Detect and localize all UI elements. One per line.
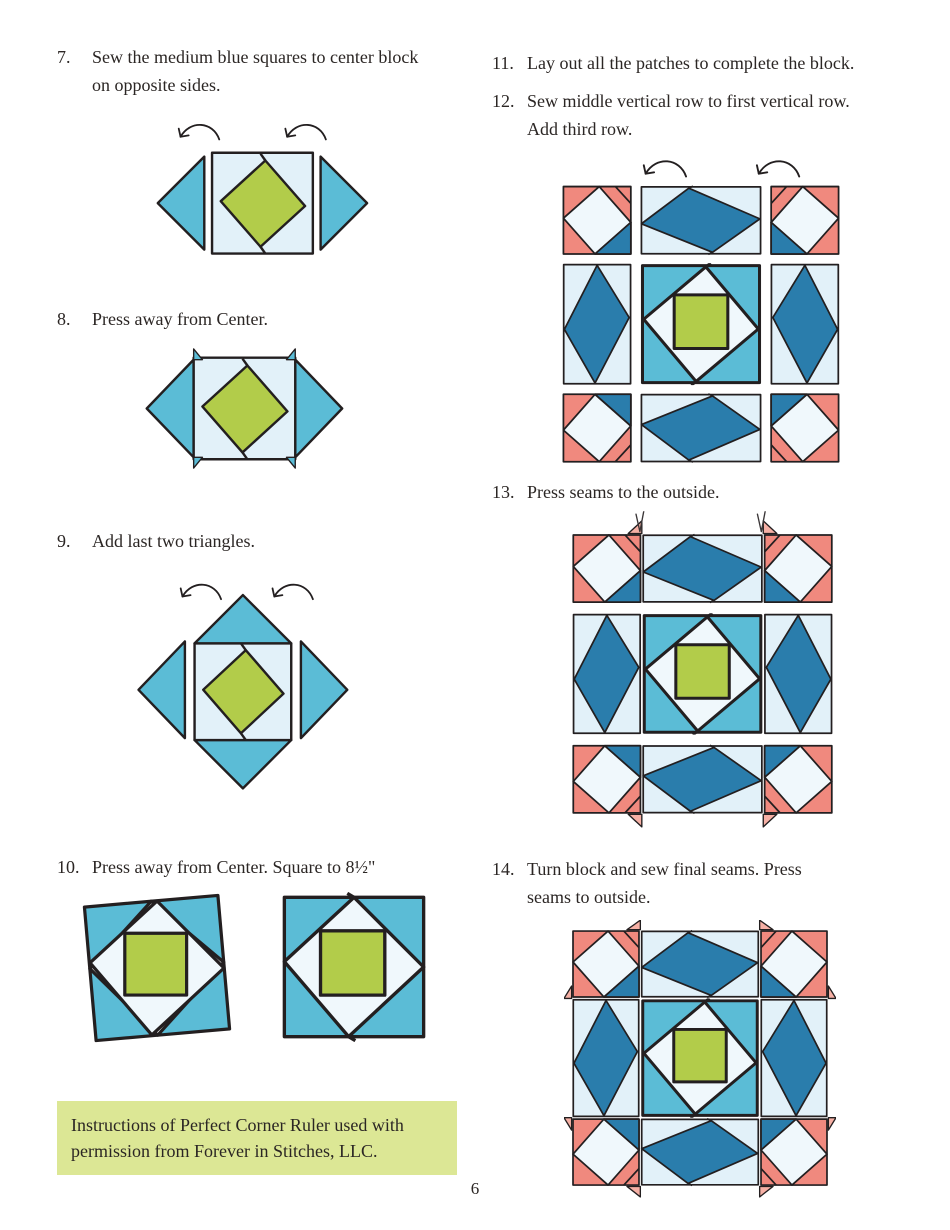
step-number: 11. bbox=[492, 53, 514, 73]
step-text: Sew middle vertical row to first vertica… bbox=[527, 91, 850, 139]
row-bottom bbox=[572, 744, 833, 815]
row-top bbox=[572, 533, 833, 604]
step-13: 13. Press seams to the outside. bbox=[492, 479, 922, 832]
center-square bbox=[318, 929, 387, 997]
rotate-arrow-icon bbox=[177, 123, 221, 141]
seam-flap bbox=[758, 919, 774, 931]
side-triangle bbox=[294, 358, 344, 459]
row-middle bbox=[572, 998, 828, 1118]
step-9: 9. Add last two triangles. bbox=[57, 528, 469, 800]
step-number: 10. bbox=[57, 857, 80, 877]
seam-flap bbox=[626, 1185, 642, 1198]
center-square bbox=[123, 931, 189, 997]
step-14-diagram bbox=[564, 919, 836, 1198]
step-number: 13. bbox=[492, 482, 515, 502]
step-text: Lay out all the patches to complete the … bbox=[527, 53, 855, 73]
corner-unit bbox=[562, 185, 632, 255]
seam-flap bbox=[192, 456, 204, 469]
seam-flap bbox=[564, 985, 573, 999]
step-text: Press seams to the outside. bbox=[527, 482, 720, 502]
seam-flap bbox=[627, 813, 643, 828]
step-number: 9. bbox=[57, 531, 71, 551]
step-10: 10. Press away from Center. Square to 8½… bbox=[57, 854, 469, 1044]
step-text: Turn block and sew final seams. Press se… bbox=[527, 859, 802, 907]
center-unit bbox=[640, 262, 762, 385]
row-top bbox=[572, 929, 828, 999]
step-11: 11. Lay out all the patches to complete … bbox=[492, 50, 922, 78]
step-7-diagram bbox=[156, 123, 369, 255]
seam-flap bbox=[564, 1116, 573, 1131]
seam-flap bbox=[762, 813, 778, 828]
edge-unit bbox=[770, 263, 840, 385]
corner-unit bbox=[770, 393, 840, 463]
seam-flap bbox=[192, 348, 204, 361]
edge-unit bbox=[562, 263, 632, 385]
step-number: 12. bbox=[492, 91, 515, 111]
step-text: Press away from Center. bbox=[92, 309, 268, 329]
rotate-arrow-icon bbox=[642, 160, 688, 178]
side-triangle bbox=[299, 640, 349, 740]
step-text: Add last two triangles. bbox=[92, 531, 255, 551]
seam-flap bbox=[827, 1116, 836, 1131]
step-text: Sew the medium blue squares to center bl… bbox=[92, 47, 419, 95]
step-number: 14. bbox=[492, 859, 515, 879]
rotate-arrow-icon bbox=[755, 160, 801, 178]
seam-flap bbox=[285, 348, 296, 361]
side-triangle bbox=[145, 358, 195, 459]
seam-flap bbox=[285, 456, 296, 469]
permission-note: Instructions of Perfect Corner Ruler use… bbox=[57, 1101, 457, 1176]
step-number: 8. bbox=[57, 309, 71, 329]
step-12: 12. Sew middle vertical row to first ver… bbox=[492, 88, 922, 468]
step-9-diagram bbox=[137, 583, 349, 790]
step-12-diagram bbox=[562, 160, 840, 463]
side-triangle bbox=[156, 155, 206, 251]
rotate-arrow-icon bbox=[271, 583, 314, 601]
edge-unit bbox=[640, 185, 762, 256]
page-number: 6 bbox=[470, 1179, 480, 1198]
step-7: 7. Sew the medium blue squares to center… bbox=[57, 44, 469, 273]
rotate-arrow-icon bbox=[179, 583, 223, 601]
side-triangle bbox=[137, 640, 187, 740]
attached-triangle bbox=[193, 738, 293, 790]
center-diamond bbox=[202, 648, 285, 735]
step-8-diagram bbox=[145, 348, 344, 469]
rotate-arrow-icon bbox=[284, 123, 327, 141]
step-13-diagram bbox=[572, 511, 833, 828]
seam-flap bbox=[626, 919, 642, 931]
step-8: 8. Press away from Center. bbox=[57, 306, 469, 471]
seam-flap bbox=[827, 985, 836, 999]
attached-triangle bbox=[193, 593, 293, 645]
step-number: 7. bbox=[57, 47, 71, 67]
row-middle bbox=[572, 613, 833, 735]
step-10-block-unsquared bbox=[82, 893, 232, 1043]
edge-unit bbox=[640, 392, 762, 463]
step-10-block-squared bbox=[282, 891, 426, 1042]
corner-unit bbox=[562, 393, 632, 463]
step-text: Press away from Center. Square to 8½" bbox=[92, 857, 376, 877]
seam-flap bbox=[762, 520, 778, 535]
step-14: 14. Turn block and sew final seams. Pres… bbox=[492, 856, 922, 1199]
side-triangle bbox=[319, 155, 369, 251]
corner-unit bbox=[770, 185, 840, 255]
row-bottom bbox=[572, 1117, 828, 1187]
seam-flap bbox=[758, 1185, 774, 1198]
